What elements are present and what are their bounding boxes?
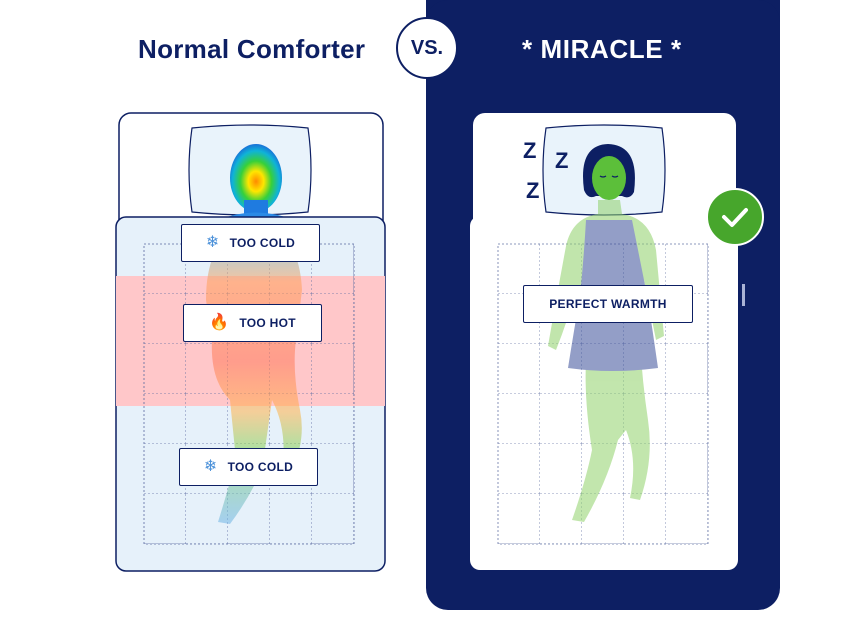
snore-z-1: Z	[523, 138, 537, 163]
face	[592, 156, 626, 200]
snore-z-3: Z	[526, 178, 540, 203]
snore-z-2: Z	[555, 148, 569, 173]
perfect-warmth-label: PERFECT WARMTH	[523, 285, 693, 323]
checkmark-icon	[706, 188, 764, 246]
too-cold-label-bottom: ❄ TOO COLD	[179, 448, 318, 486]
too-cold-label-top: ❄ TOO COLD	[181, 224, 320, 262]
miracle-title: * MIRACLE *	[522, 34, 682, 64]
normal-comforter-title: Normal Comforter	[138, 34, 366, 64]
snowflake-icon: ❄	[203, 458, 218, 475]
flame-icon: 🔥	[209, 314, 230, 331]
vs-badge: VS.	[396, 17, 458, 79]
heat-head	[230, 144, 282, 212]
snowflake-icon: ❄	[205, 234, 220, 251]
too-hot-label: 🔥 TOO HOT	[183, 304, 322, 342]
